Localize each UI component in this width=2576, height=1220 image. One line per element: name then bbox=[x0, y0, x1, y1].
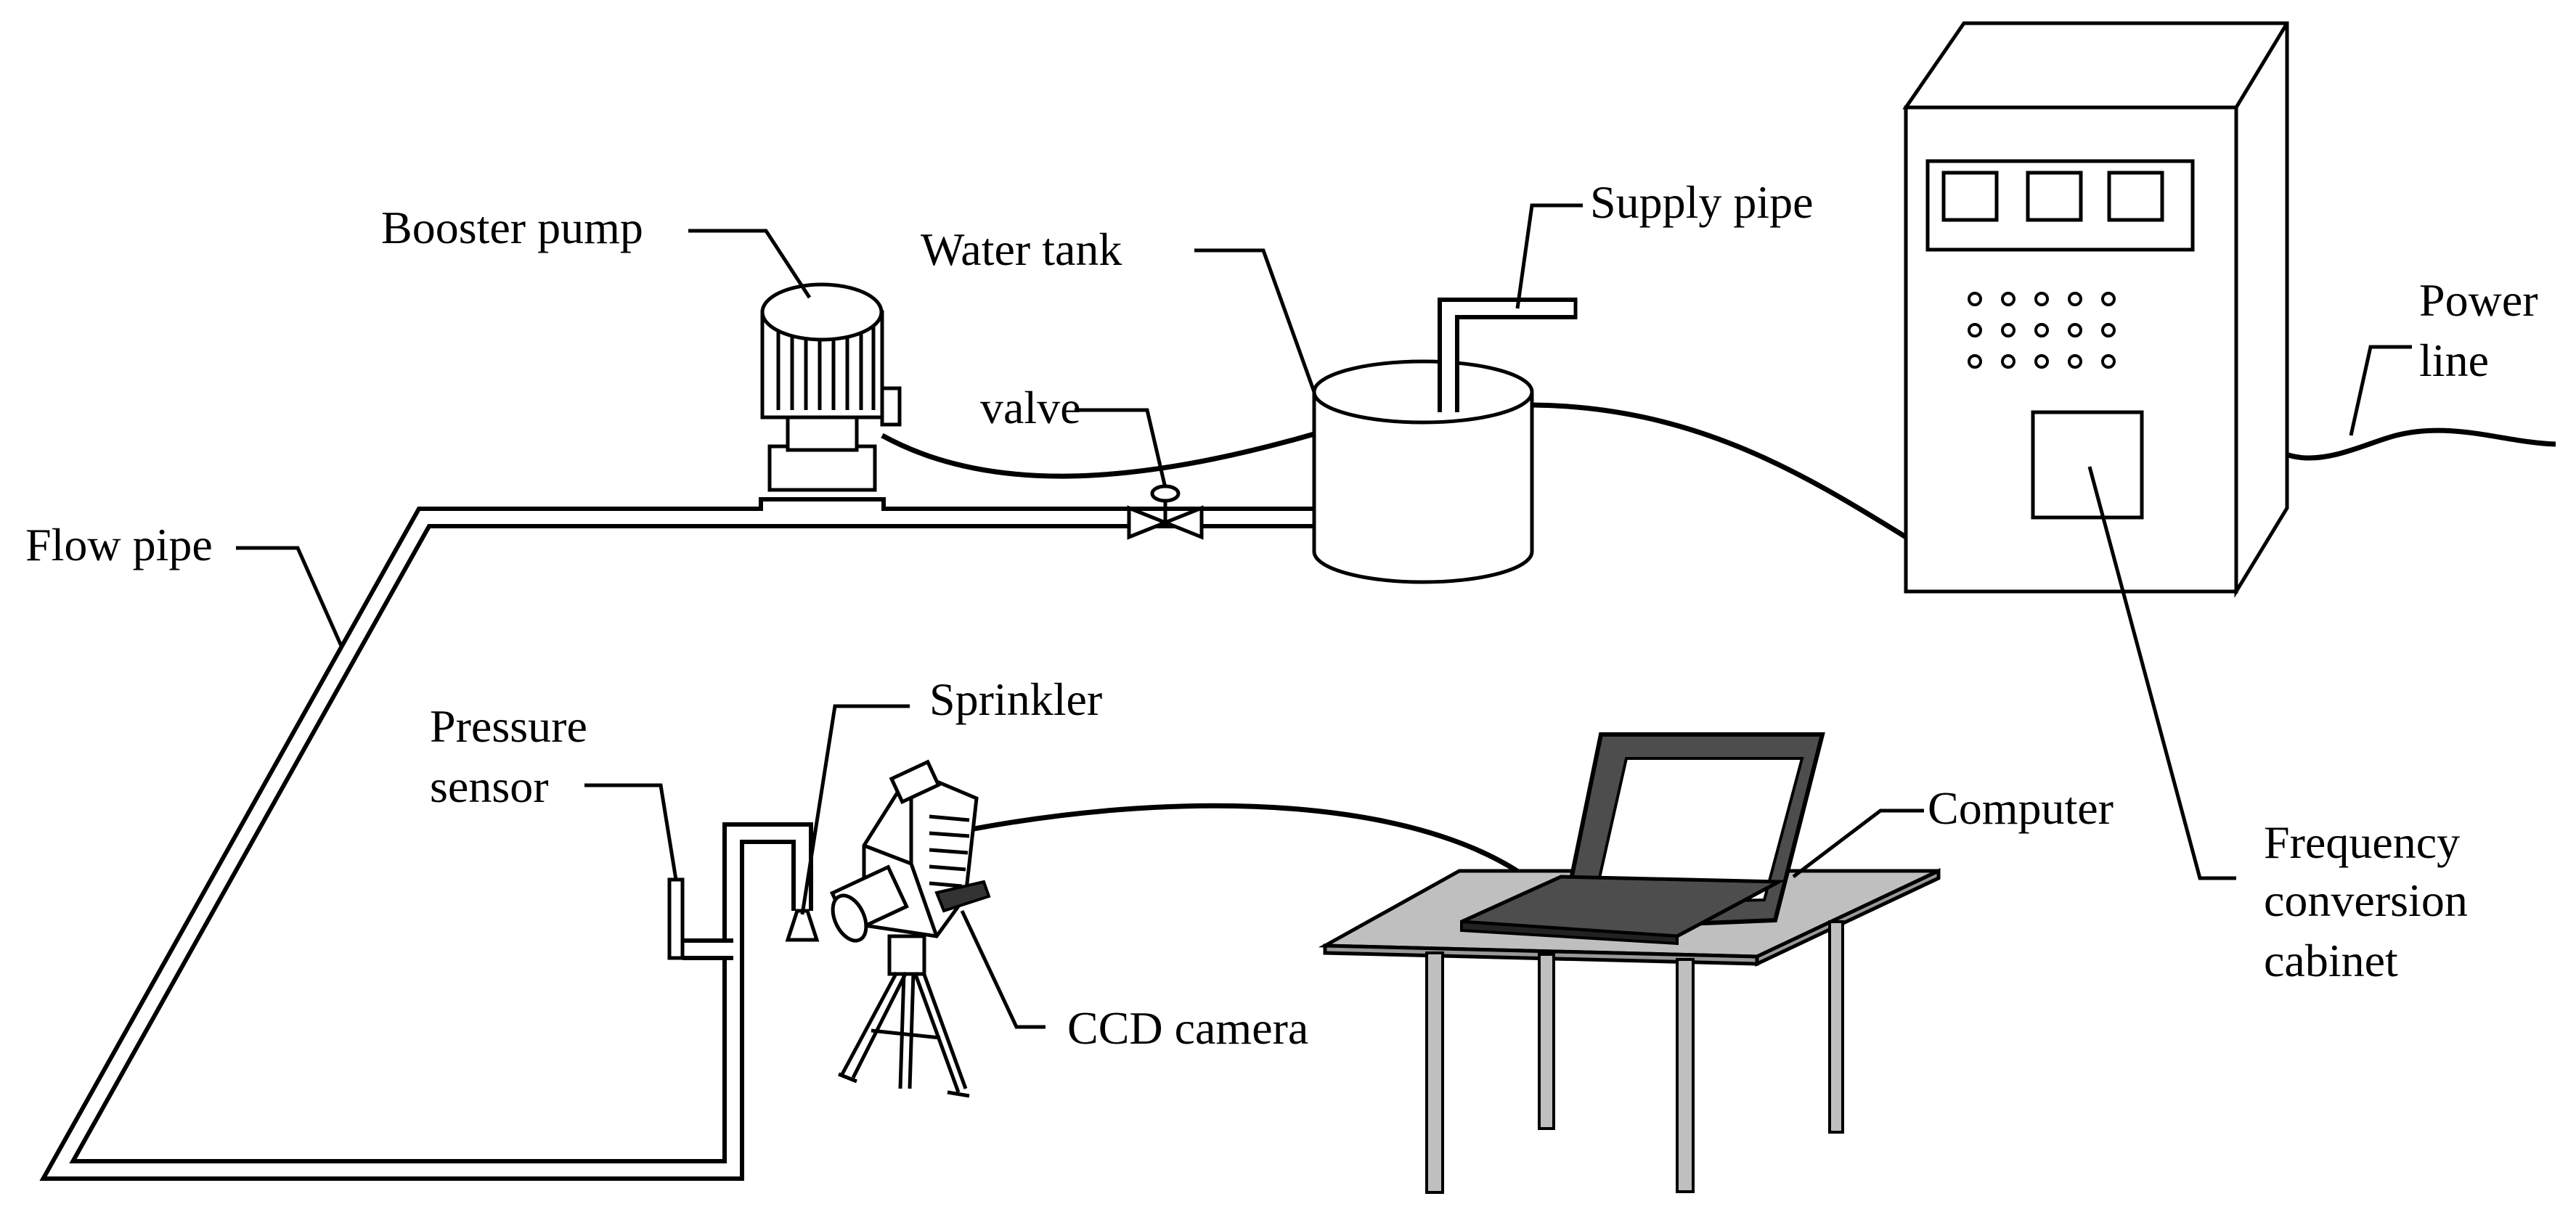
booster-pump bbox=[760, 282, 902, 492]
label-ccd-camera: CCD camera bbox=[1067, 1002, 1308, 1054]
leader-lines bbox=[236, 203, 2412, 1029]
label-power-line-2: line bbox=[2419, 335, 2489, 386]
label-flow-pipe: Flow pipe bbox=[25, 519, 213, 570]
laptop-computer bbox=[1460, 732, 1825, 946]
valve bbox=[1127, 484, 1204, 540]
label-sprinkler: Sprinkler bbox=[929, 674, 1102, 725]
supply-pipe bbox=[1438, 298, 1578, 412]
label-pressure-sensor-1: Pressure bbox=[430, 700, 587, 752]
label-frequency-cabinet-3: cabinet bbox=[2264, 935, 2398, 986]
cables bbox=[881, 402, 2556, 902]
label-booster-pump: Booster pump bbox=[381, 202, 643, 253]
ccd-camera bbox=[829, 759, 991, 943]
label-computer: Computer bbox=[1928, 782, 2114, 834]
water-tank bbox=[1312, 359, 1534, 584]
label-supply-pipe: Supply pipe bbox=[1590, 176, 1814, 228]
label-water-tank: Water tank bbox=[921, 224, 1122, 275]
label-valve: valve bbox=[980, 382, 1081, 433]
label-pressure-sensor-2: sensor bbox=[430, 761, 549, 812]
sprinkler bbox=[785, 909, 820, 942]
label-frequency-cabinet-2: conversion bbox=[2264, 875, 2468, 926]
label-frequency-cabinet-1: Frequency bbox=[2264, 816, 2460, 868]
pressure-sensor bbox=[667, 877, 685, 960]
frequency-conversion-cabinet bbox=[1902, 21, 2289, 598]
label-power-line-1: Power bbox=[2419, 274, 2538, 326]
labels: Booster pump Water tank Supply pipe valv… bbox=[25, 176, 2538, 1054]
tripod bbox=[838, 934, 970, 1098]
flow-pipe bbox=[39, 497, 1314, 1181]
